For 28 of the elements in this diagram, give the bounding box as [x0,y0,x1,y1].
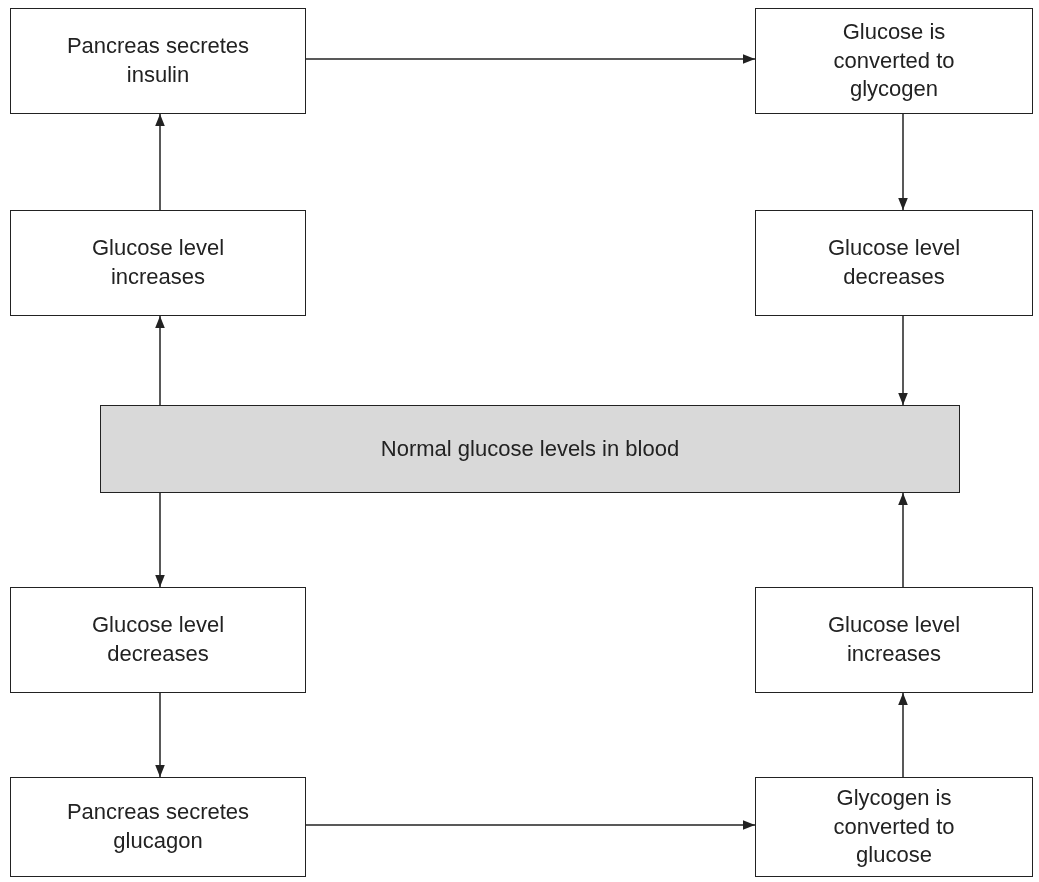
box-text: Glucose level increases [90,234,226,291]
arrow [155,492,165,588]
arrow [898,692,908,778]
process-box [10,587,306,693]
box-text: Normal glucose levels in blood [380,434,680,463]
box-text: Glucose is converted to glycogen [832,18,956,104]
process-box [755,587,1033,693]
arrow [898,492,908,588]
box-text: Pancreas secretes glucagon [65,798,251,855]
process-box [755,210,1033,316]
process-box [755,8,1033,114]
arrow [898,113,908,211]
box-text: Pancreas secretes insulin [65,32,251,89]
process-box [100,405,960,493]
process-box [10,777,306,877]
box-text: Glycogen is converted to glucose [832,784,956,870]
arrow [898,315,908,406]
arrow [305,54,756,64]
arrow [305,820,756,830]
box-text: Glucose level decreases [90,611,226,668]
arrow [155,113,165,211]
process-box [10,210,306,316]
process-box [10,8,306,114]
arrow [155,315,165,406]
box-text: Glucose level increases [826,611,962,668]
box-text: Glucose level decreases [826,234,962,291]
process-box [755,777,1033,877]
arrow [155,692,165,778]
